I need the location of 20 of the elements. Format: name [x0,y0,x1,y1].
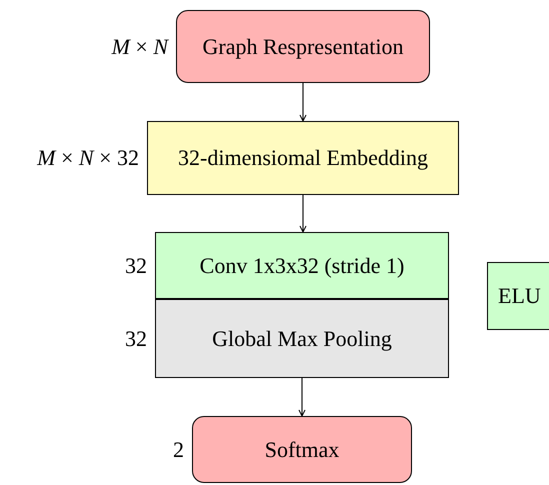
node-label: Softmax [264,436,340,462]
node-label: Conv 1x3x32 (stride 1) [200,252,404,278]
node-label: ELU [498,283,541,309]
arrow [300,194,306,232]
conv-layer-box [155,232,449,299]
output-box [192,416,412,483]
dimension-label: 32 [125,252,147,278]
dimension-label: M × N [112,34,168,60]
dimension-label: 2 [173,436,184,462]
pooling-layer-box [155,299,449,378]
activation-box [487,262,549,330]
input-box [176,10,430,83]
embedding-box [147,121,459,195]
node-label: Global Max Pooling [212,326,392,352]
dimension-label: 32 [125,326,147,352]
arrow [298,378,306,416]
node-label: 32-dimensiomal Embedding [178,145,428,171]
arrow [300,82,306,122]
node-label: Graph Respresentation [202,34,404,60]
dimension-label: M × N × 32 [37,145,139,171]
